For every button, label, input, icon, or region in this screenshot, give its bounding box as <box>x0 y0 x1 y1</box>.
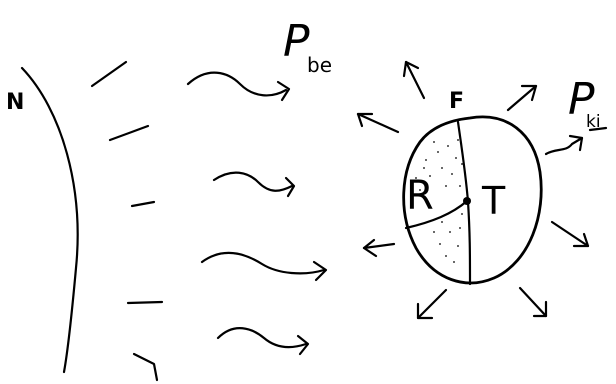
label-p-be-subscript: be <box>307 55 332 75</box>
dash-mark <box>132 202 154 206</box>
dash-mark <box>110 126 148 140</box>
dash-mark <box>134 354 157 380</box>
radiation-dash-marks <box>92 62 162 380</box>
curved-boundary-line <box>22 68 78 372</box>
outgoing-arrow <box>552 222 588 246</box>
dash-mark <box>128 302 162 303</box>
outgoing-arrow <box>508 86 536 110</box>
outgoing-arrow <box>546 136 582 154</box>
wavy-arrow <box>202 253 326 280</box>
label-p-ki-subscript: ki <box>586 114 601 131</box>
label-p-be: P <box>283 20 310 64</box>
incoming-wavy-arrows <box>188 73 326 354</box>
center-point <box>463 197 471 205</box>
dash-mark <box>92 62 126 86</box>
wavy-arrow <box>214 173 294 196</box>
label-f: F <box>449 91 464 113</box>
outgoing-arrow <box>358 114 398 132</box>
outgoing-arrow <box>404 62 424 98</box>
label-n: N <box>6 92 24 114</box>
outgoing-arrow <box>364 240 394 256</box>
outgoing-arrows <box>358 62 588 318</box>
wavy-arrow <box>188 73 289 100</box>
outgoing-arrow <box>520 288 546 316</box>
outgoing-arrow <box>418 290 446 318</box>
label-t: T <box>482 182 505 220</box>
label-r: R <box>406 176 434 216</box>
wavy-arrow <box>218 328 308 354</box>
